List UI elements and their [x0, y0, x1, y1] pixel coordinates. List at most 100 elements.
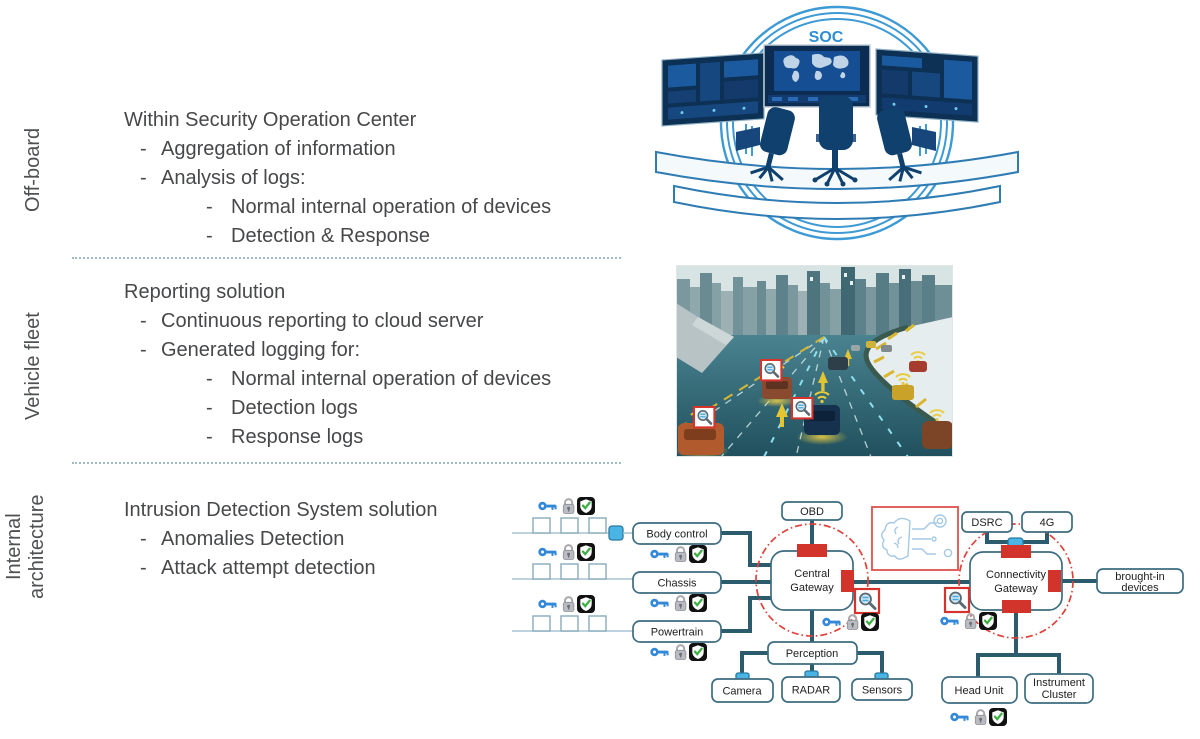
node-connectivity-gateway: Connectivity Gateway — [940, 545, 1063, 630]
node-chassis: Chassis — [632, 571, 722, 612]
node-central-gateway: Central Gateway — [770, 544, 881, 631]
bullet: -Aggregation of information — [124, 135, 551, 164]
bullet: -Anomalies Detection — [124, 525, 438, 554]
key-lock-shield-icons — [650, 594, 707, 612]
node-camera: Camera — [711, 672, 774, 703]
section-title: Within Security Operation Center — [124, 109, 417, 131]
bullet-dash: - — [206, 196, 213, 218]
svg-text:Gateway: Gateway — [790, 582, 834, 594]
soc-rings-icon — [719, 5, 955, 241]
key-lock-shield-icons — [940, 612, 997, 630]
svg-text:Body control: Body control — [646, 529, 707, 541]
svg-text:Perception: Perception — [786, 648, 839, 660]
magnifier-icon — [692, 405, 716, 429]
bullet-text: Normal internal operation of devices — [231, 368, 552, 390]
svg-text:Gateway: Gateway — [994, 583, 1038, 595]
key-lock-shield-icons — [538, 595, 595, 613]
node-powertrain: Powertrain — [632, 620, 722, 661]
svg-text:brought-in: brought-in — [1115, 571, 1165, 583]
bullet-text: Continuous reporting to cloud server — [161, 310, 484, 332]
bullet-dash: - — [140, 138, 147, 160]
bullet-text: Normal internal operation of devices — [231, 196, 552, 218]
compromised-port-marker — [1002, 600, 1031, 613]
bullet-dash: - — [206, 426, 213, 448]
vehicle-fleet-photo — [676, 265, 953, 457]
bus-row-3 — [512, 595, 633, 632]
node-body-control: Body control — [632, 522, 722, 563]
section-label-internal-architecture: Internal architecture — [3, 494, 48, 600]
section-title: Reporting solution — [124, 281, 286, 303]
magnifier-icon — [759, 358, 783, 382]
svg-text:Chassis: Chassis — [657, 578, 697, 590]
left-barrier-top — [692, 317, 734, 345]
node-perception: Perception — [767, 641, 858, 665]
section-title: Intrusion Detection System solution — [124, 499, 438, 521]
node-sensors: Sensors — [851, 672, 913, 701]
svg-text:OBD: OBD — [800, 506, 824, 518]
svg-text:4G: 4G — [1040, 517, 1055, 529]
bullet-dash: - — [140, 528, 147, 550]
soc-monitors — [661, 44, 979, 127]
svg-text:Head Unit: Head Unit — [955, 685, 1004, 697]
svg-text:Powertrain: Powertrain — [651, 627, 704, 639]
central-gateway-alert-circle — [755, 523, 869, 637]
section-vehicle-fleet-text: Reporting solution -Continuous reporting… — [124, 278, 551, 452]
svg-text:DSRC: DSRC — [971, 517, 1002, 529]
soc-chairs — [750, 96, 922, 187]
bullet-dash: - — [140, 167, 147, 189]
compromised-port-marker — [841, 570, 854, 592]
bullet-text: Analysis of logs: — [161, 167, 306, 189]
bullet: -Response logs — [124, 423, 551, 452]
compromised-port-marker — [797, 544, 827, 557]
bullet: -Normal internal operation of devices — [124, 193, 551, 222]
section-divider — [72, 462, 621, 464]
key-lock-shield-icons — [822, 613, 879, 631]
key-lock-shield-icons — [950, 708, 1007, 726]
bullet-dash: - — [140, 339, 147, 361]
key-lock-shield-icons — [650, 545, 707, 563]
lane-arrows — [776, 349, 852, 427]
bullet-text: Attack attempt detection — [161, 557, 376, 579]
section-label-off-board: Off-board — [22, 127, 44, 213]
compromised-port-marker — [1001, 545, 1031, 558]
bullet-text: Response logs — [231, 426, 364, 448]
bullet: -Generated logging for: — [124, 336, 551, 365]
section-divider — [72, 257, 621, 259]
magnifier-icon — [943, 586, 971, 614]
section-label-vehicle-fleet: Vehicle fleet — [22, 312, 44, 420]
bus-row-1 — [512, 497, 633, 541]
svg-text:Sensors: Sensors — [862, 685, 903, 697]
bullet-dash: - — [140, 310, 147, 332]
magnifier-icon — [790, 396, 814, 420]
key-lock-shield-icons — [650, 643, 707, 661]
bus-connector — [608, 525, 624, 541]
ids-brain-box — [871, 506, 959, 571]
bullet-dash: - — [206, 368, 213, 390]
bullet-text: Detection & Response — [231, 225, 431, 247]
bullet-text: Anomalies Detection — [161, 528, 345, 550]
svg-text:Connectivity: Connectivity — [986, 569, 1046, 581]
node-head-unit: Head Unit — [941, 676, 1018, 726]
svg-text:Camera: Camera — [722, 686, 762, 698]
node-brought-in-devices: brought-in devices — [1096, 568, 1184, 594]
section-internal-architecture-text: Intrusion Detection System solution -Ano… — [124, 496, 438, 583]
bullet-text: Detection logs — [231, 397, 358, 419]
bullet: -Attack attempt detection — [124, 554, 438, 583]
bullet-dash: - — [206, 397, 213, 419]
bus-row-2 — [512, 543, 633, 580]
node-4g: 4G — [1021, 511, 1073, 533]
svg-text:Cluster: Cluster — [1042, 689, 1077, 701]
bullet: -Normal internal operation of devices — [124, 365, 551, 394]
left-barrier — [676, 303, 734, 373]
node-dsrc: DSRC — [961, 511, 1013, 533]
internal-architecture-diagram: OBD Body control Chassis Powertrain Cent… — [512, 481, 1184, 739]
brain-circuit-icon — [881, 514, 953, 560]
bullet: -Continuous reporting to cloud server — [124, 307, 551, 336]
svg-text:Instrument: Instrument — [1033, 677, 1085, 689]
bullet: -Analysis of logs: — [124, 164, 551, 193]
section-off-board-text: Within Security Operation Center -Aggreg… — [124, 106, 551, 251]
soc-label: SOC — [809, 29, 844, 46]
bullet-dash: - — [140, 557, 147, 579]
key-lock-shield-icons — [538, 543, 595, 561]
